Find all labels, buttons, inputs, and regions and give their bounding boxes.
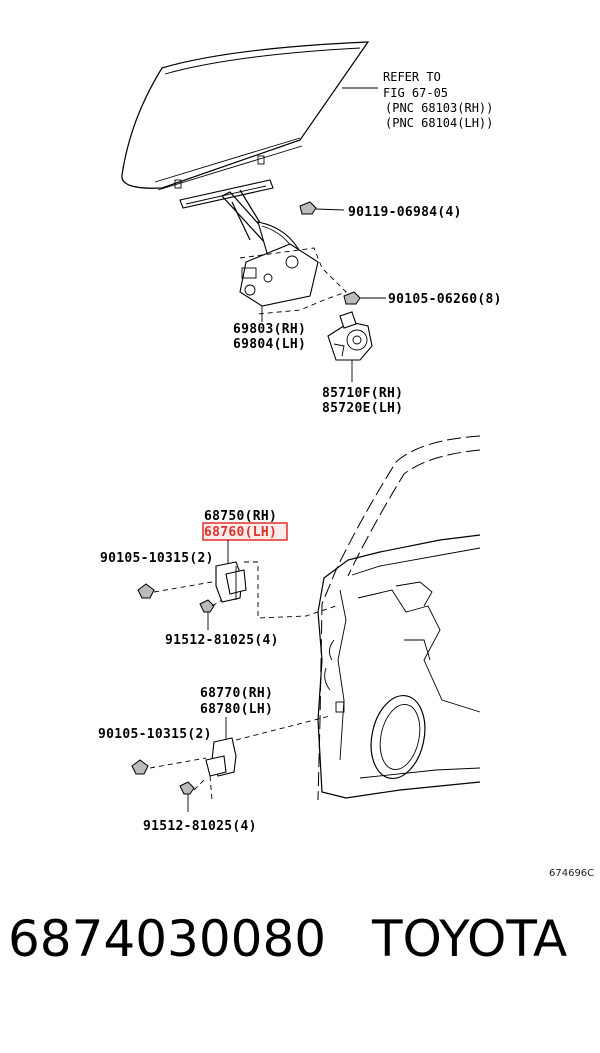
callout-regulator-rh: 69803(RH) — [233, 322, 306, 337]
window-motor-illustration — [327, 311, 373, 382]
refer-line-3: (PNC 68103(RH)) — [385, 101, 493, 115]
callout-lower-hinge-rh: 68770(RH) — [200, 686, 273, 701]
brand-name: TOYOTA — [372, 910, 568, 968]
lower-hinge-illustration — [131, 715, 331, 812]
illustration-code: 674696C — [549, 868, 594, 879]
door-glass-illustration — [121, 41, 378, 191]
callout-lower-hinge-lh: 68780(LH) — [200, 702, 273, 717]
parts-diagram: REFER TO FIG 67-05 (PNC 68103(RH)) (PNC … — [98, 41, 594, 879]
callout-upper-hinge-lh: 68760(LH) — [204, 525, 277, 540]
callout-bolt-mid: 90105-06260(8) — [388, 292, 502, 307]
callout-upper-bolt: 90105-10315(2) — [100, 551, 214, 566]
callout-motor-lh: 85720E(LH) — [322, 401, 403, 416]
callout-upper-hinge-rh: 68750(RH) — [204, 509, 277, 524]
upper-hinge-illustration — [137, 561, 337, 630]
callout-lower-bolt: 90105-10315(2) — [98, 727, 212, 742]
part-number: 6874030080 — [8, 910, 327, 968]
window-regulator-illustration — [179, 179, 386, 315]
callout-regulator-lh: 69804(LH) — [233, 337, 306, 352]
refer-line-4: (PNC 68104(LH)) — [385, 116, 493, 130]
refer-line-2: FIG 67-05 — [383, 86, 448, 100]
door-panel-illustration — [317, 435, 481, 801]
callout-motor-rh: 85710F(RH) — [322, 386, 403, 401]
callout-lower-pin-bolt: 91512-81025(4) — [143, 819, 257, 834]
callout-bolt-upper: 90119-06984(4) — [348, 205, 462, 220]
highlight-box — [202, 522, 288, 541]
callout-upper-pin-bolt: 91512-81025(4) — [165, 633, 279, 648]
refer-to-note: REFER TO FIG 67-05 (PNC 68103(RH)) (PNC … — [383, 70, 493, 130]
refer-line-1: REFER TO — [383, 70, 441, 84]
